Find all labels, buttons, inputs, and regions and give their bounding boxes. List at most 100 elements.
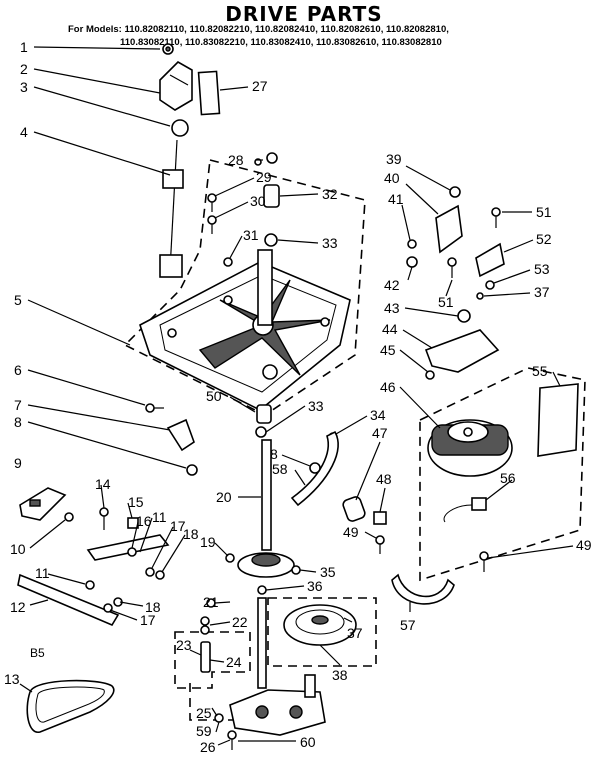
cover-part-55 (537, 383, 579, 457)
bushing-part-50 (256, 404, 272, 424)
bushing-part-43 (457, 309, 471, 323)
callout-37-pulley: 37 (347, 625, 363, 641)
callout-25: 25 (196, 705, 212, 721)
clip-part-10 (64, 512, 74, 522)
callout-11-mid: 11 (152, 509, 167, 525)
callout-34: 34 (370, 407, 386, 423)
section-code: B5 (30, 646, 45, 660)
callout-6: 6 (14, 362, 22, 378)
leader-lines (19, 46, 574, 746)
screw-part-29 (207, 193, 217, 212)
callout-46: 46 (380, 379, 396, 395)
callout-17-lower: 17 (140, 612, 156, 628)
callout-5: 5 (14, 292, 22, 308)
callout-43: 43 (384, 300, 400, 316)
nut-part-8b (309, 462, 321, 474)
callout-36: 36 (307, 578, 323, 594)
callout-9: 9 (14, 455, 22, 471)
washer-part-22b (200, 625, 210, 635)
motor-part-46 (427, 419, 513, 477)
callout-32: 32 (322, 186, 338, 202)
callout-47: 47 (372, 425, 388, 441)
base-plate-part-5 (139, 249, 351, 411)
callout-57: 57 (400, 617, 416, 633)
pulley-group-outline (267, 597, 377, 667)
callout-labels: 1 2 3 4 5 6 7 8 9 10 11 12 13 14 15 16 1… (4, 39, 592, 755)
hub-parts-outline (174, 631, 251, 689)
callout-60: 60 (300, 734, 316, 750)
callout-13: 13 (4, 671, 20, 687)
callout-51-lower: 51 (438, 294, 454, 310)
callout-16: 16 (136, 513, 152, 529)
bracket-part-52 (475, 242, 505, 278)
callout-4: 4 (20, 124, 28, 140)
nut-part-28 (266, 152, 278, 164)
callout-8: 8 (14, 414, 22, 430)
screw-part-51a (447, 257, 457, 278)
callout-7: 7 (14, 397, 22, 413)
gearcase-part-26 (229, 597, 326, 736)
screw-part-1 (162, 43, 174, 55)
nut-part-8 (186, 464, 198, 476)
nut-part-37a (476, 292, 484, 300)
callout-17-upper: 17 (170, 518, 186, 534)
callout-2: 2 (20, 61, 28, 77)
callout-30: 30 (250, 193, 266, 209)
callout-21: 21 (203, 594, 219, 610)
washer-part-33 (264, 233, 278, 247)
pivot-ball-part-3 (171, 119, 189, 137)
washer-part-33b (255, 426, 267, 438)
callout-15: 15 (128, 494, 144, 510)
motor-mount-part-44 (424, 329, 500, 373)
callout-1: 1 (20, 39, 28, 55)
callout-48: 48 (376, 471, 392, 487)
clip-part-17a (145, 567, 155, 577)
callout-44: 44 (382, 321, 398, 337)
clutch-band-part-58 (290, 430, 339, 507)
shift-rod-part-4 (159, 139, 184, 278)
callout-33-upper: 33 (322, 235, 338, 251)
diagram-title: DRIVE PARTS (225, 2, 383, 26)
washer-part-41 (407, 239, 417, 249)
callout-12: 12 (10, 599, 26, 615)
callout-19: 19 (200, 534, 216, 550)
hub-part-24 (200, 641, 211, 673)
link-bar-part-16 (86, 534, 170, 561)
pulley-part-37 (283, 604, 357, 646)
washer-part-45 (425, 370, 435, 380)
bushing-part-32 (263, 184, 280, 208)
screw-part-6 (145, 403, 164, 413)
callout-27: 27 (252, 78, 268, 94)
washer-part-11a (127, 547, 137, 557)
nut-part-42 (406, 256, 418, 268)
base-plate-group-outline (123, 158, 366, 416)
callout-28: 28 (228, 152, 244, 168)
capacitor-part-47 (342, 496, 366, 522)
callout-49-left: 49 (343, 524, 359, 540)
callout-14: 14 (95, 476, 111, 492)
callout-18-upper: 18 (183, 526, 199, 542)
link-bar-part-12 (17, 573, 120, 627)
screw-part-51b (491, 207, 501, 228)
callout-50: 50 (206, 388, 222, 404)
callout-23: 23 (176, 637, 192, 653)
callout-49-right: 49 (576, 537, 592, 553)
bracket-part-2 (159, 61, 193, 111)
washer-part-31 (223, 257, 233, 267)
callout-41: 41 (388, 191, 404, 207)
callout-29: 29 (256, 169, 272, 185)
callout-24: 24 (226, 654, 242, 670)
washer-part-53 (485, 280, 495, 290)
screw-part-60 (227, 730, 237, 750)
washer-part-36 (257, 585, 267, 595)
pad-part-27 (197, 70, 221, 116)
nut-part-39 (449, 186, 461, 198)
screw-part-49a (375, 535, 385, 554)
callout-33-lower: 33 (308, 398, 324, 414)
callout-10: 10 (10, 541, 26, 557)
callout-26: 26 (200, 739, 216, 755)
drive-shaft-part-20 (237, 439, 295, 578)
callout-8-right: 8 (270, 446, 278, 462)
callout-20: 20 (216, 489, 232, 505)
models-line-2: 110.83082110, 110.83082210, 110.83082410… (120, 37, 442, 48)
